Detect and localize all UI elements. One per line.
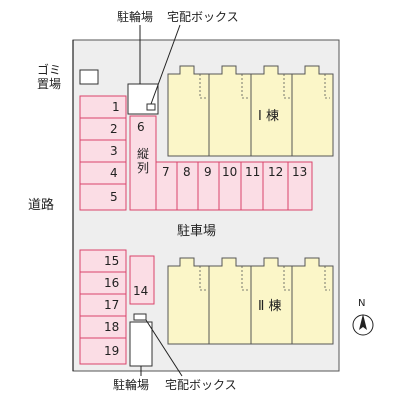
space-number: 8 (183, 165, 191, 179)
leader-delivery-bottom (145, 319, 183, 377)
garbage-label-line2: 置場 (37, 77, 62, 91)
bicycle-parking-label-bottom: 駐輪場 (113, 378, 150, 392)
parking-space (262, 161, 289, 211)
building-1 (167, 65, 334, 157)
leader-delivery-top (150, 24, 181, 105)
north-label: N (358, 298, 366, 309)
garbage-label-line1: ゴミ (37, 63, 62, 77)
space-number: 15 (104, 254, 120, 268)
space-number: 1 (112, 100, 120, 114)
space-number: 3 (110, 144, 118, 158)
bicycle-parking-label-top: 駐輪場 (117, 10, 154, 24)
compass-icon (352, 314, 374, 336)
delivery-box-top (146, 103, 156, 111)
parking-row-middle (155, 161, 313, 211)
space-number: 14 (133, 284, 149, 298)
space-number: 6 (137, 120, 145, 134)
space-number: 5 (110, 190, 118, 204)
delivery-box-label-top: 宅配ボックス (167, 10, 239, 24)
building-1-inner-lines (199, 74, 330, 99)
space-number: 16 (104, 276, 120, 290)
space-number: 12 (268, 165, 284, 179)
parking-space (79, 117, 127, 141)
space-number: 17 (104, 298, 120, 312)
parking-column-bottom (79, 249, 127, 365)
delivery-box-bottom (133, 313, 147, 321)
bicycle-parking-bottom (129, 321, 153, 367)
garbage-area (79, 69, 99, 85)
space-number: 7 (162, 165, 170, 179)
space-number: 11 (245, 165, 261, 179)
space-number: 18 (104, 320, 120, 334)
parking-space-6 (129, 115, 157, 211)
building-2-inner-lines (199, 266, 330, 291)
parking-space (79, 161, 127, 185)
space-number: 4 (110, 166, 118, 180)
space-number: 19 (104, 344, 120, 358)
parking-space (79, 183, 127, 211)
parking-lot-label: 駐車場 (177, 224, 217, 239)
parking-space (287, 161, 313, 211)
parking-space (79, 337, 127, 365)
parking-column-top (79, 95, 127, 211)
road-label: 道路 (28, 198, 55, 213)
delivery-box-label-bottom: 宅配ボックス (165, 378, 237, 392)
building-2 (167, 257, 334, 345)
parking-space (79, 139, 127, 163)
building-2-label: Ⅱ 棟 (258, 299, 282, 314)
parking-space-14 (129, 255, 155, 305)
building-1-label: Ⅰ 棟 (258, 109, 279, 124)
space-number: 9 (204, 165, 212, 179)
space-number: 13 (292, 165, 308, 179)
space-number: 10 (222, 165, 238, 179)
tandem-label: 縦列 (136, 147, 149, 175)
space-number: 2 (110, 122, 118, 136)
